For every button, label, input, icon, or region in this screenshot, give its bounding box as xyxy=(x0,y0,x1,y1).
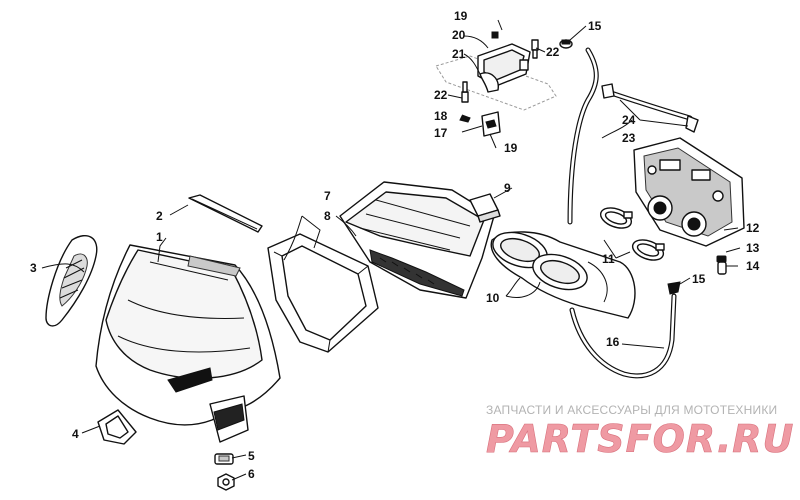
leader-lines xyxy=(41,19,741,481)
part-hose-clamp-lower xyxy=(631,239,665,261)
callout-4: 4 xyxy=(72,427,79,441)
part-fitting-13 xyxy=(716,255,727,263)
part-bolt-22-upper xyxy=(531,39,539,59)
part-hose-clamp-upper xyxy=(599,207,633,229)
watermark-caption: ЗАПЧАСТИ И АКСЕССУАРЫ ДЛЯ МОТОТЕХНИКИ xyxy=(486,403,777,417)
part-side-panel xyxy=(45,235,98,327)
part-nut xyxy=(217,473,235,491)
part-airbox-hood xyxy=(95,244,281,443)
callout-21: 21 xyxy=(452,47,466,61)
part-air-filter xyxy=(339,181,495,299)
part-throttle-body xyxy=(633,137,745,247)
callout-16: 16 xyxy=(606,335,620,349)
part-foam-block xyxy=(469,193,501,223)
callout-1: 1 xyxy=(156,230,163,244)
callout-17: 17 xyxy=(434,126,448,140)
callout-19-lower: 19 xyxy=(504,141,518,155)
part-cap-14 xyxy=(717,261,727,275)
callout-15-upper: 15 xyxy=(588,19,602,33)
callout-22-lower: 22 xyxy=(434,88,448,102)
callout-22-upper: 22 xyxy=(546,45,560,59)
callout-7: 7 xyxy=(324,189,331,203)
callout-24: 24 xyxy=(622,113,636,127)
part-grommet xyxy=(214,453,234,465)
callout-14: 14 xyxy=(746,259,760,273)
callout-23: 23 xyxy=(622,131,636,145)
part-bolt-22-lower xyxy=(461,81,469,103)
callout-5: 5 xyxy=(248,449,255,463)
part-intake-boot xyxy=(490,231,636,319)
part-connector-lower xyxy=(667,281,681,295)
watermark: ЗАПЧАСТИ И АКСЕССУАРЫ ДЛЯ МОТОТЕХНИКИ PA… xyxy=(486,403,794,461)
part-vent-hose xyxy=(569,293,677,379)
part-elbow-fitting xyxy=(601,83,699,133)
watermark-logo: PARTSFOR.RU xyxy=(486,417,794,461)
part-filter-frame xyxy=(267,233,379,353)
callout-15-lower: 15 xyxy=(692,272,706,286)
part-gasket-strip xyxy=(188,194,263,233)
callout-2: 2 xyxy=(156,209,163,223)
callout-6: 6 xyxy=(248,467,255,481)
part-vacuum-hose xyxy=(567,47,693,225)
callout-10: 10 xyxy=(486,291,500,305)
callout-3: 3 xyxy=(30,261,37,275)
callout-8: 8 xyxy=(324,209,331,223)
part-clamp-upper xyxy=(559,39,573,49)
callout-9: 9 xyxy=(504,181,511,195)
callout-11: 11 xyxy=(602,252,615,266)
callout-13: 13 xyxy=(746,241,760,255)
part-small-gasket xyxy=(97,409,137,445)
part-mount-bracket xyxy=(435,31,557,137)
part-screw-18 xyxy=(459,115,471,123)
callout-18: 18 xyxy=(434,109,448,123)
callout-labels: 1 2 3 4 5 6 7 8 9 10 11 12 13 14 15 15 1… xyxy=(30,9,760,481)
callout-12: 12 xyxy=(746,221,760,235)
callout-19-upper: 19 xyxy=(454,9,468,23)
callout-20: 20 xyxy=(452,28,466,42)
